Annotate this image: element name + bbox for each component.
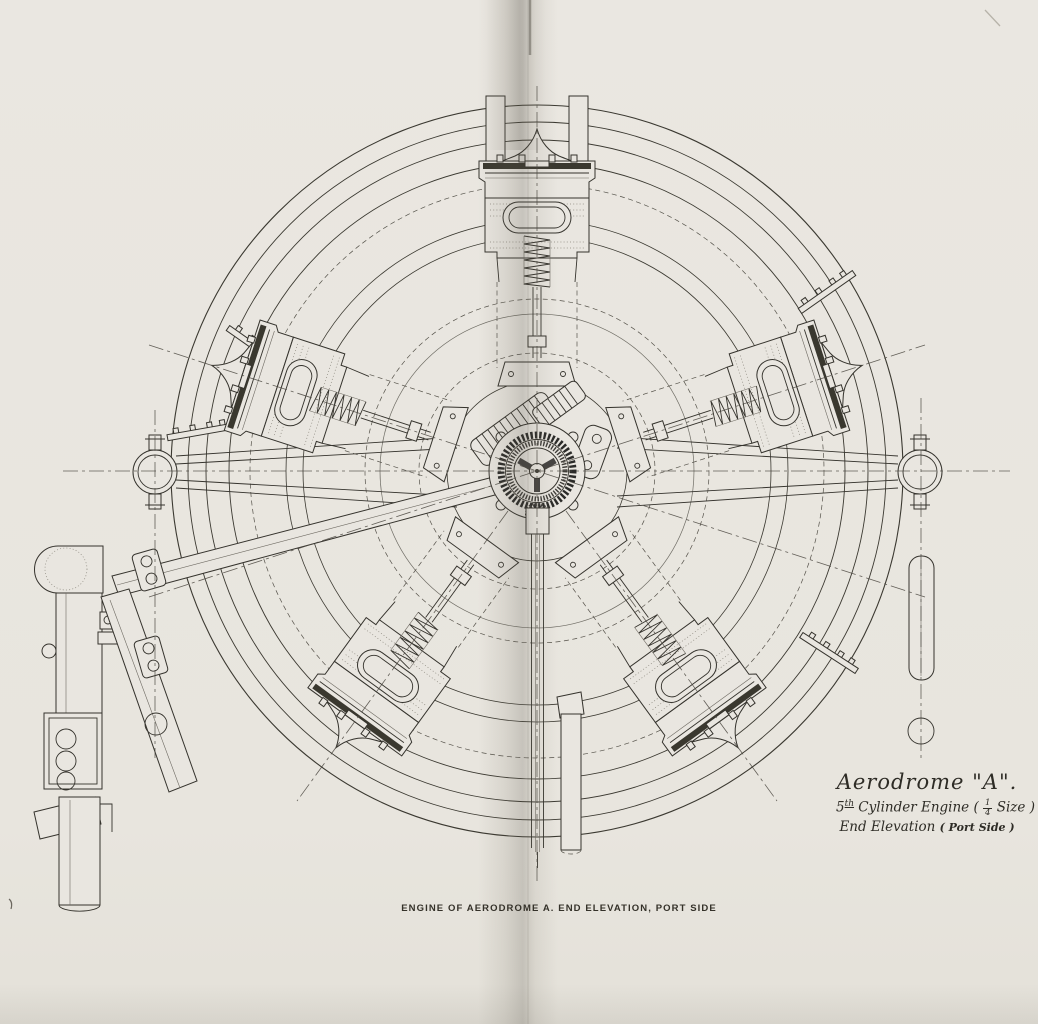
annotation-view-label: End Elevation ( Port Side ) [839,819,1015,835]
annotation-title: Aerodrome "A". [836,770,1018,794]
bolt-plate [43,712,103,790]
support-tube [58,796,101,906]
paper-marks [8,9,1001,910]
spacer-tube [908,555,935,681]
right-mount-arm [616,436,899,508]
page-bottom-shade [0,984,1038,1024]
fold-shadow [478,0,558,1024]
center-tube [556,691,585,855]
left-mount-arm [175,436,458,508]
plate-caption: ENGINE OF AERODROME A. END ELEVATION, PO… [401,903,717,914]
support-frame [33,474,507,912]
